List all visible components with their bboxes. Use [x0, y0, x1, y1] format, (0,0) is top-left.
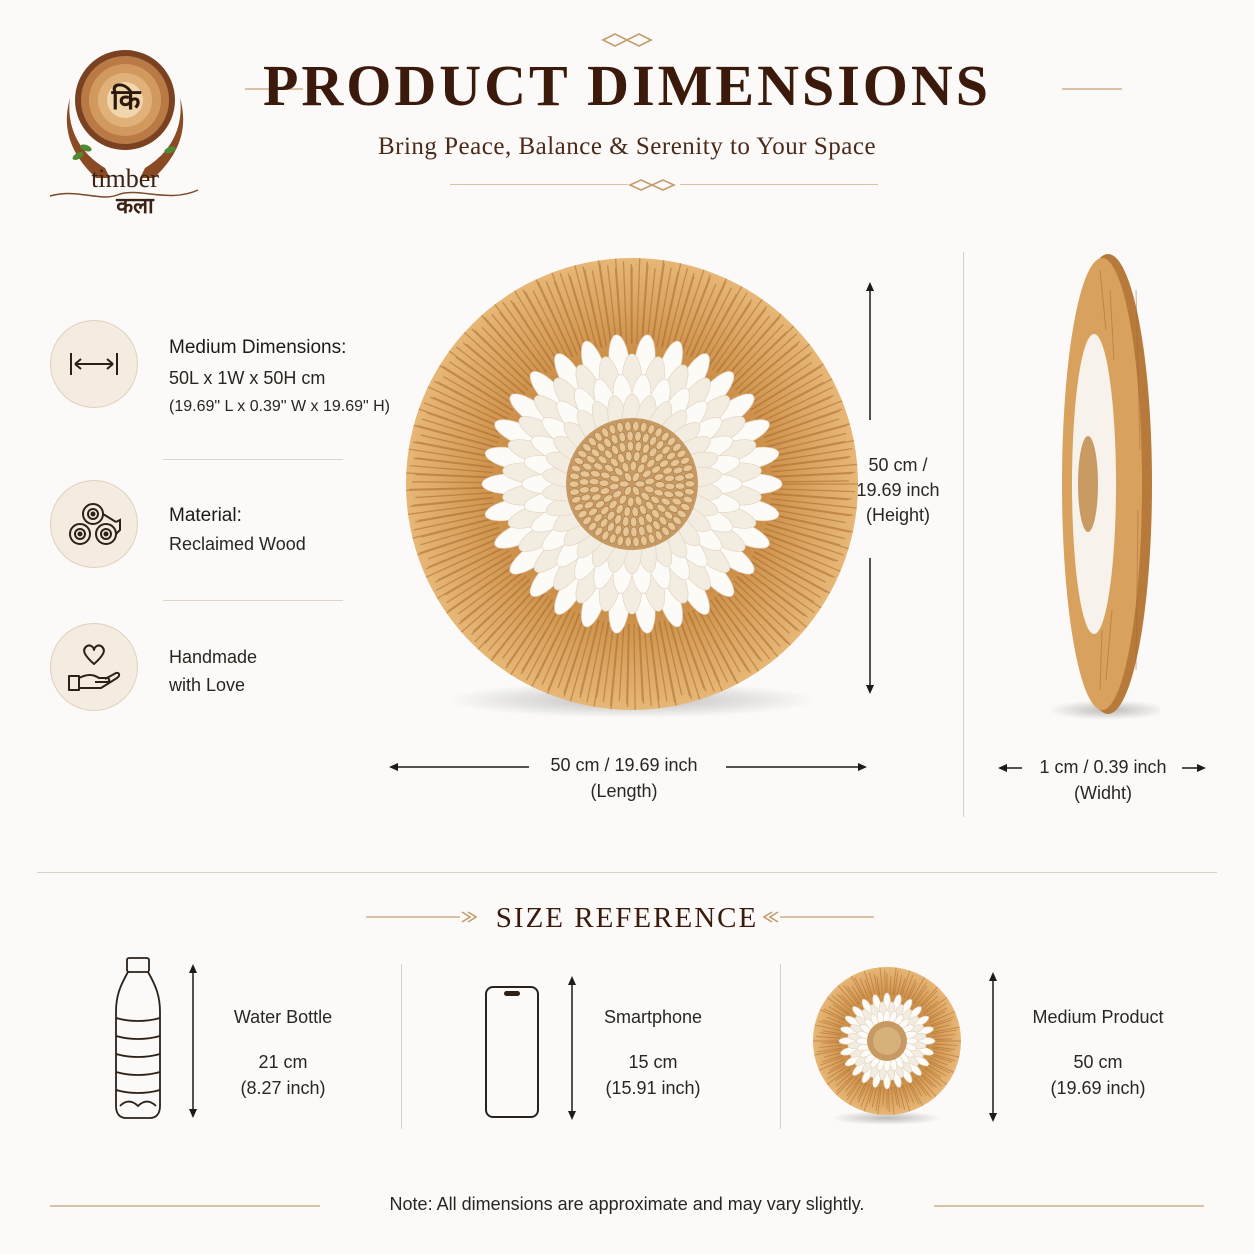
- ref-value-product: 50 cm: [1073, 1052, 1123, 1072]
- view-divider: [963, 252, 964, 817]
- product-front-image: [400, 252, 865, 722]
- width-arrows-icon: [70, 353, 118, 375]
- page-title: PRODUCT DIMENSIONS: [262, 53, 992, 118]
- ref-divider-2: [780, 964, 781, 1129]
- footer-rule-left: [50, 1205, 320, 1207]
- header-ornament-bottom-icon: [628, 176, 680, 194]
- page-subtitle: Bring Peace, Balance & Serenity to Your …: [377, 133, 877, 160]
- product-height-arrow: [989, 972, 997, 1122]
- ref-name-product: Medium Product: [1032, 1007, 1164, 1027]
- feature-separator-2: [163, 600, 343, 601]
- ref-ornament-right-icon: [762, 908, 780, 931]
- feature-dimensions-title: Medium Dimensions:: [169, 337, 347, 358]
- ref-divider-1: [401, 964, 402, 1129]
- header-rule-right: [1062, 88, 1122, 90]
- size-reference-title: SIZE REFERENCE: [495, 902, 759, 934]
- length-arrow: [389, 763, 867, 771]
- brand-name-devanagari: कला: [116, 193, 154, 218]
- brand-logo: कि timber कला: [40, 28, 205, 218]
- ref-name-smartphone: Smartphone: [603, 1007, 703, 1027]
- ref-value2-product: (19.69 inch): [1050, 1078, 1146, 1098]
- section-divider: [37, 872, 1217, 873]
- feature-handmade-badge: [50, 623, 138, 711]
- feature-handmade-value: with Love: [169, 675, 246, 695]
- wood-logs-icon: [69, 503, 121, 545]
- ref-name-water-bottle: Water Bottle: [233, 1007, 333, 1027]
- height-label: (Height): [865, 505, 931, 525]
- ref-value-smartphone: 15 cm: [628, 1052, 678, 1072]
- width-value: 1 cm / 0.39 inch: [1039, 757, 1167, 777]
- product-thumbnail: [812, 966, 962, 1126]
- feature-handmade-title: Handmade: [169, 647, 258, 667]
- feature-dimensions-imperial: (19.69" L x 0.39" W x 19.69" H): [169, 398, 390, 415]
- width-arrow: [998, 764, 1206, 772]
- header-rule-left: [245, 88, 303, 90]
- length-value: 50 cm / 19.69 inch: [550, 755, 698, 775]
- ref-rule-right: [780, 916, 874, 918]
- feature-material-value: Reclaimed Wood: [169, 534, 306, 554]
- ref-ornament-left-icon: [460, 908, 478, 931]
- height-value-inch: 19.69 inch: [856, 480, 940, 500]
- feature-dimensions-metric: 50L x 1W x 50H cm: [169, 368, 326, 388]
- height-arrow: [866, 282, 874, 694]
- ref-value-water-bottle: 21 cm: [258, 1052, 308, 1072]
- ref-value2-water-bottle: (8.27 inch): [240, 1078, 326, 1098]
- length-label: (Length): [590, 781, 658, 801]
- feature-dimensions-badge: [50, 320, 138, 408]
- width-label: (Widht): [1074, 783, 1132, 803]
- water-bottle-icon: [115, 957, 161, 1119]
- smartphone-icon: [485, 986, 539, 1118]
- feature-material-badge: [50, 480, 138, 568]
- footer-note: Note: All dimensions are approximate and…: [389, 1194, 865, 1214]
- water-bottle-height-arrow: [189, 964, 197, 1118]
- smartphone-height-arrow: [568, 976, 576, 1120]
- feature-separator-1: [163, 459, 343, 460]
- brand-monogram: कि: [111, 85, 141, 116]
- ref-rule-left: [366, 916, 460, 918]
- heart-hand-icon: [68, 644, 121, 691]
- height-value: 50 cm /: [868, 455, 928, 475]
- footer-rule-right: [934, 1205, 1204, 1207]
- brand-name-latin: timber: [91, 164, 159, 193]
- feature-material-title: Material:: [169, 505, 242, 526]
- ref-value2-smartphone: (15.91 inch): [605, 1078, 701, 1098]
- product-side-image: [1040, 250, 1168, 725]
